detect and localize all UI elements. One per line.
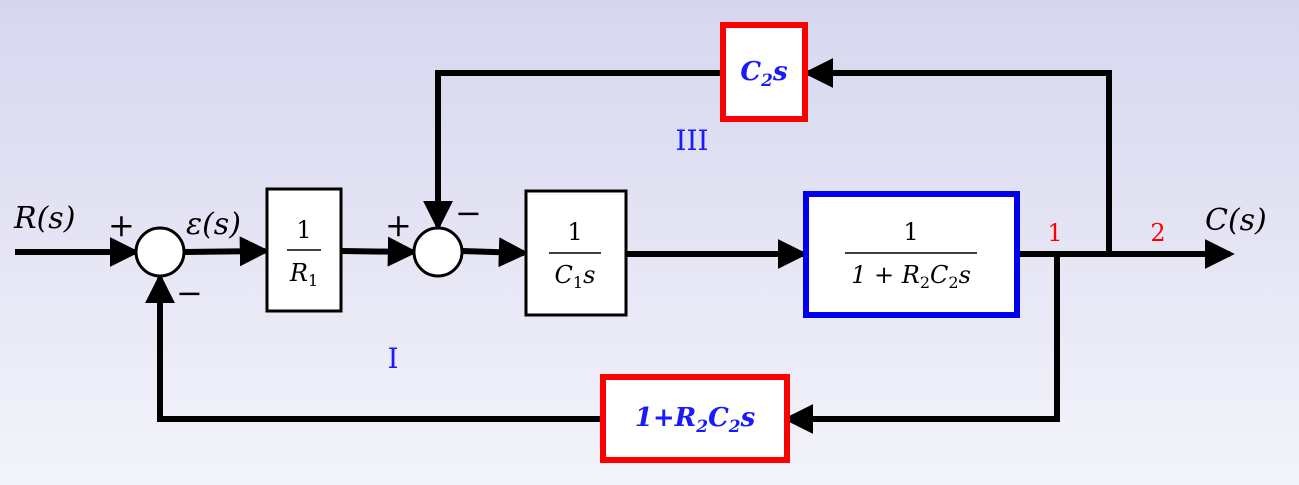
block-main-numerator: 1 [903,218,918,246]
block-feedback-label: 1+R2C2s [635,403,756,437]
block-c1s-numerator: 1 [567,218,582,246]
lower-feedback-return-wire [145,273,603,422]
loop-iii-label: III [675,124,708,157]
r1-to-sum2-wire [341,236,418,267]
branch-point-1-label: 1 [1047,219,1062,247]
sum1-plus-sign: + [108,206,135,244]
block-r1-numerator: 1 [296,216,311,244]
loop-i-label: I [387,342,398,375]
block-c2s-label: C2s [740,57,788,91]
summing-junction-1 [134,226,186,278]
sum2-plus-sign: + [385,206,412,244]
block-c2s [720,22,808,122]
error-wire [183,236,270,267]
input-label: R(s) [13,201,75,236]
block-main-denominator: 1 + R2C2s [851,261,971,292]
block-main [803,191,1020,318]
branch-point-2-label: 2 [1150,219,1165,247]
block-r1-denominator: R1 [289,259,318,290]
output-label: C(s) [1205,203,1267,238]
upper-feedback-return-wire [423,70,723,231]
upper-feedback-forward-wire [803,58,1112,254]
sum2-minus-sign: − [455,194,482,232]
sum2-to-c1s-wire [461,237,529,268]
sum1-minus-sign: − [176,274,203,312]
block-feedback [600,374,790,463]
summing-junction-2 [412,226,464,278]
error-label: ε(s) [186,207,241,242]
block-c1s-denominator: C1s [555,261,596,292]
lower-feedback-forward-wire [783,254,1060,434]
